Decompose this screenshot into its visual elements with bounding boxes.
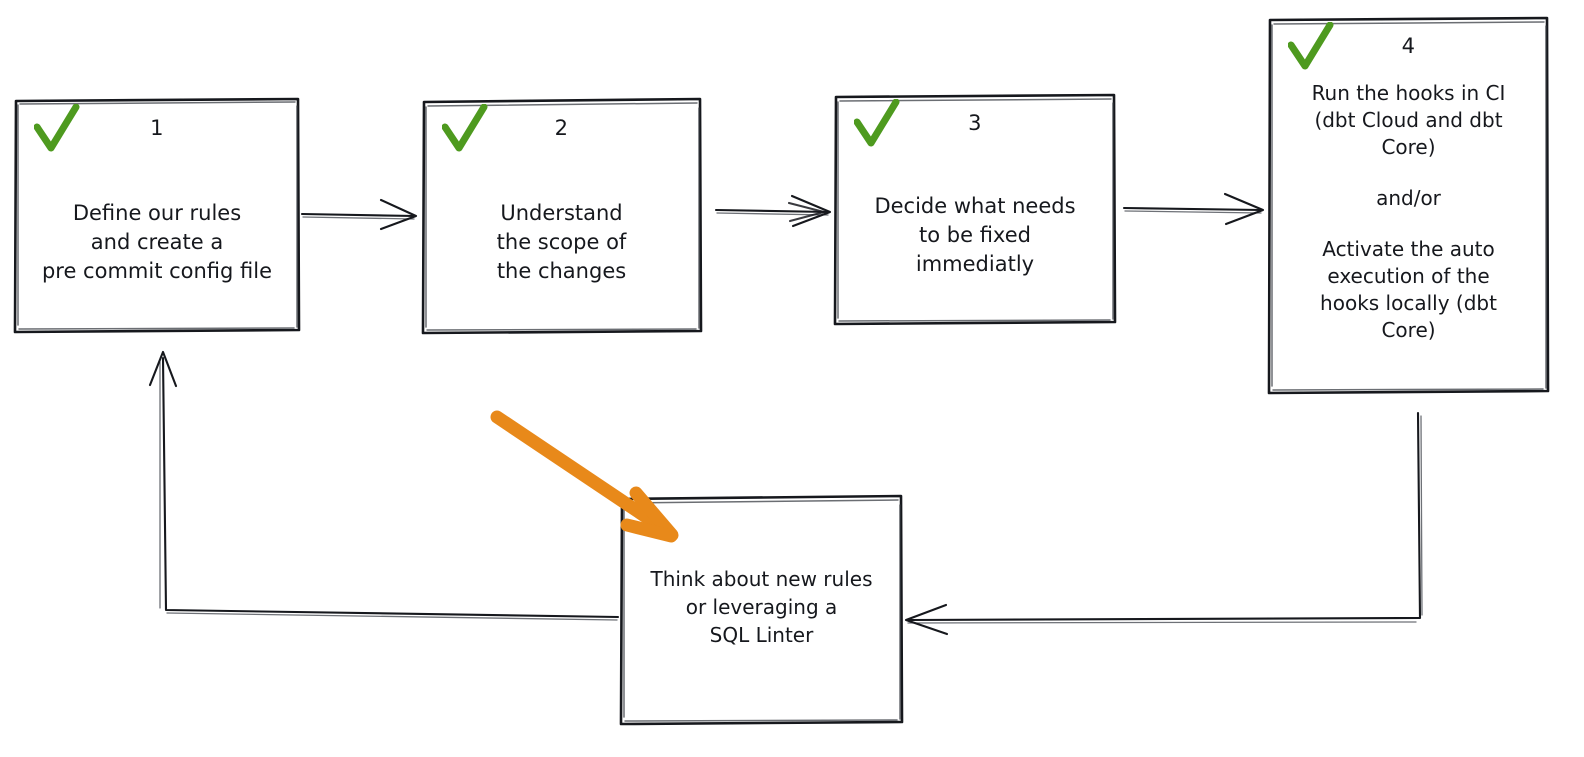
green-check-mark-icon: [1288, 22, 1334, 70]
node-2-header: 2: [422, 100, 701, 162]
flow-node-step-1[interactable]: 1 Define our rules and create a pre comm…: [14, 100, 300, 332]
node-2-line-2: the scope of: [496, 229, 627, 254]
node-3-number: 3: [968, 111, 982, 135]
node-4-paragraph-3: Activate the auto execution of the hooks…: [1320, 236, 1497, 344]
arrow-2-to-3: [714, 194, 832, 228]
arrow-3-to-4: [1122, 192, 1265, 226]
flow-node-step-3[interactable]: 3 Decide what needs to be fixed immediat…: [834, 95, 1116, 324]
node-1-line-1: Define our rules: [72, 200, 242, 225]
arrow-4-to-loop: [904, 411, 1423, 636]
node-3-body: Decide what needs to be fixed immediatly: [834, 157, 1116, 324]
node-4-p1-line-1: Run the hooks in CI: [1311, 81, 1506, 105]
flow-node-step-loop[interactable]: Think about new rules or leveraging a SQ…: [620, 497, 903, 723]
node-1-line-3: pre commit config file: [41, 258, 273, 283]
node-4-p3-line-4: Core): [1381, 318, 1436, 342]
node-2-line-3: the changes: [496, 258, 627, 283]
node-4-number: 4: [1401, 34, 1416, 58]
node-4-body: Run the hooks in CI (dbt Cloud and dbt C…: [1268, 80, 1549, 393]
green-check-mark-icon: [442, 104, 488, 152]
flow-node-step-2[interactable]: 2 Understand the scope of the changes: [422, 100, 701, 332]
node-4-p3-line-3: hooks locally (dbt: [1320, 291, 1497, 315]
node-3-header: 3: [834, 95, 1116, 157]
node-4-p3-line-2: execution of the: [1327, 264, 1490, 288]
node-loop-line-2: or leveraging a: [685, 595, 838, 619]
node-3-line-2: to be fixed: [919, 223, 1031, 247]
node-loop-header: [620, 497, 903, 557]
green-check-mark-icon: [34, 104, 80, 152]
node-4-p1-line-2: (dbt Cloud and dbt: [1314, 108, 1503, 132]
node-loop-line-1: Think about new rules: [650, 567, 873, 591]
node-2-number: 2: [554, 116, 569, 140]
node-4-p3-line-1: Activate the auto: [1322, 237, 1495, 261]
node-loop-body: Think about new rules or leveraging a SQ…: [620, 557, 903, 723]
arrow-loop-to-1: [148, 350, 620, 621]
node-4-p1-line-3: Core): [1381, 135, 1436, 159]
node-3-line-1: Decide what needs: [874, 194, 1076, 218]
node-1-line-2: and create a: [90, 229, 224, 254]
node-1-number: 1: [150, 116, 164, 140]
node-2-line-1: Understand: [500, 200, 623, 225]
node-2-body: Understand the scope of the changes: [422, 162, 701, 332]
flow-node-step-4[interactable]: 4 Run the hooks in CI (dbt Cloud and dbt…: [1268, 18, 1549, 393]
node-4-p2-line-1: and/or: [1376, 186, 1441, 210]
node-4-paragraph-2: and/or: [1376, 185, 1441, 212]
arrow-1-to-2: [300, 198, 418, 231]
node-1-body: Define our rules and create a pre commit…: [14, 162, 300, 332]
green-check-mark-icon: [854, 99, 900, 147]
node-4-paragraph-1: Run the hooks in CI (dbt Cloud and dbt C…: [1312, 80, 1506, 161]
node-3-line-3: immediatly: [915, 252, 1035, 276]
node-4-header: 4: [1268, 18, 1549, 80]
node-1-header: 1: [14, 100, 300, 162]
node-loop-line-3: SQL Linter: [709, 623, 814, 647]
